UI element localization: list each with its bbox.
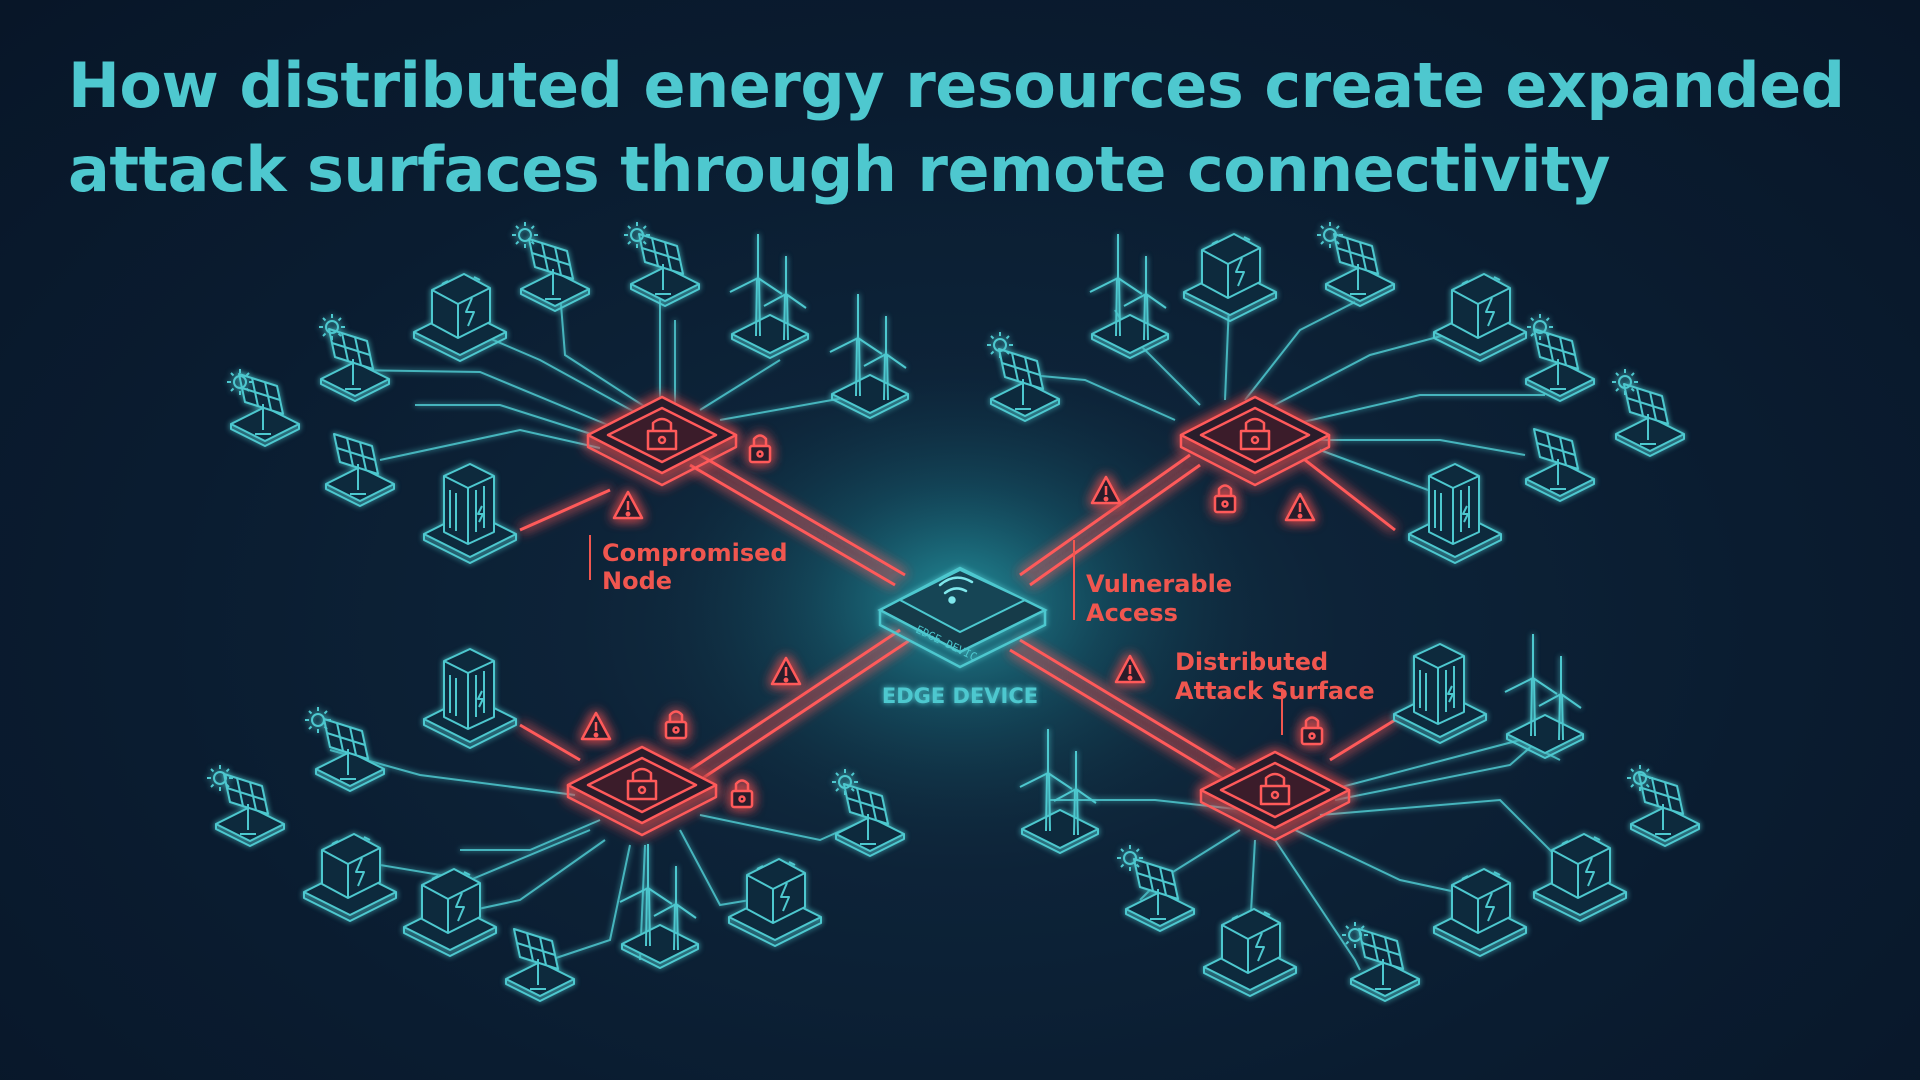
solar-panel-icon [1325,233,1395,307]
wind-turbine-icon [619,843,699,969]
edge-device-label: EDGE DEVICE [882,684,1038,708]
solar-panel-icon [230,373,300,447]
wind-turbine-icon [1089,233,1169,359]
server-rack-icon [1408,463,1502,564]
callout-compromised: Compromised Node [602,539,788,595]
lock-icon [1300,716,1324,746]
solar-panel-icon [505,928,575,1002]
solar-panel-icon [1125,858,1195,932]
battery-icon [1203,908,1297,997]
page-title: How distributed energy resources create … [68,44,1868,212]
red-links [519,453,1396,782]
callout-vulnerable: Vulnerable Access [1086,570,1232,627]
callout-compromised-line2: Node [602,567,672,595]
battery-icon [413,273,507,362]
solar-panel-icon [1525,428,1595,502]
solar-panel-icon [630,233,700,307]
solar-panel-icon [215,773,285,847]
battery-icon [403,868,497,957]
callout-distributed: Distributed Attack Surface [1175,648,1375,705]
battery-icon [1183,233,1277,322]
warning-icon [612,490,644,520]
hub-bottom-left[interactable] [566,745,718,837]
title-line-1: How distributed energy resources create … [68,49,1845,122]
wifi-icon [938,576,974,604]
hub-bottom-right[interactable] [1199,750,1351,842]
solar-panel-icon [325,433,395,507]
battery-icon [728,858,822,947]
wind-turbine-icon [729,233,809,359]
warning-icon [580,711,612,741]
warning-icon [1284,492,1316,522]
battery-icon [1433,273,1527,362]
server-rack-icon [423,463,517,564]
server-rack-icon [1393,643,1487,744]
callout-compromised-line1: Compromised [602,539,788,567]
callout-vulnerable-line1: Vulnerable [1086,570,1232,598]
battery-icon [303,833,397,922]
callout-distributed-line1: Distributed [1175,648,1328,676]
solar-panel-icon [1350,928,1420,1002]
solar-panel-icon [315,718,385,792]
callout-vulnerable-line2: Access [1086,599,1178,627]
title-line-2: attack surfaces through remote connectiv… [68,133,1611,206]
callout-leaders [589,535,1283,735]
solar-panel-icon [520,238,590,312]
callout-distributed-line2: Attack Surface [1175,677,1375,705]
solar-panel-icon [1525,328,1595,402]
battery-icon [1433,868,1527,957]
wind-turbine-icon [1504,633,1584,759]
solar-panel-icon [1615,383,1685,457]
server-rack-icon [423,648,517,749]
